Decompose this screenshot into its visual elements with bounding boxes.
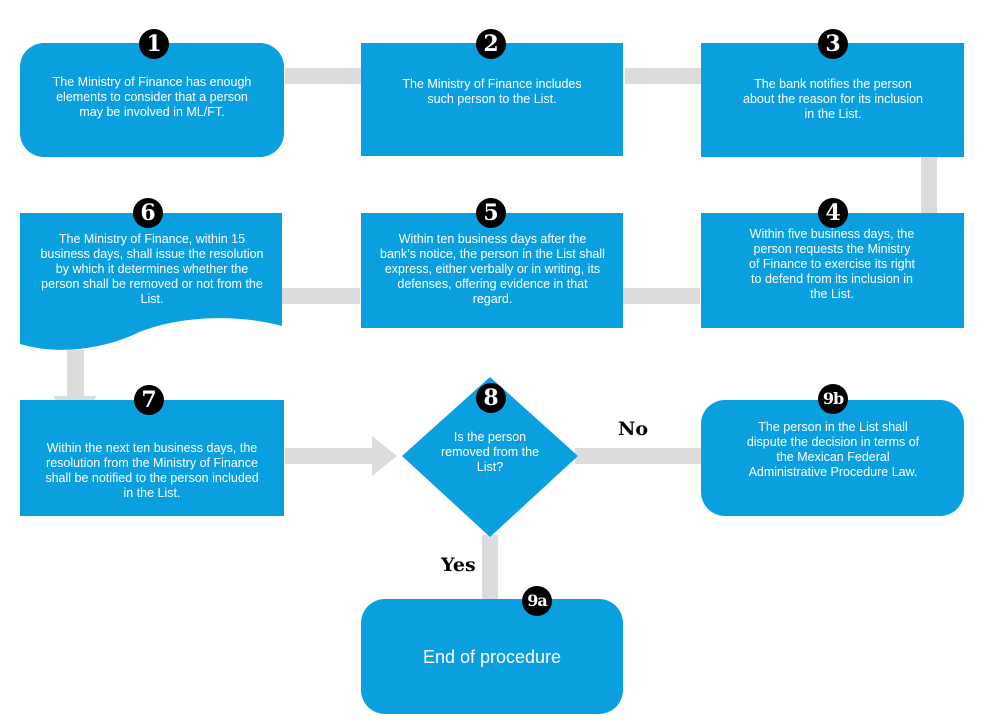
step-5-text: Within ten business days after the bank’… <box>380 232 605 306</box>
step-4-box <box>701 213 964 328</box>
step-8-text: Is the person removed from the List? <box>441 430 539 474</box>
arrow-7-to-8 <box>285 436 397 476</box>
arrow-2-to-3 <box>625 56 733 96</box>
step-3-number-badge: 3 <box>818 29 848 59</box>
step-8-decision <box>402 377 578 537</box>
step-9a-number-badge: 9a <box>522 586 552 616</box>
step-7-text: Within the next ten business days, the r… <box>45 441 259 500</box>
branch-yes-label: Yes <box>441 554 476 576</box>
step-4-number-badge: 4 <box>818 198 848 228</box>
step-5-number-badge: 5 <box>476 198 506 228</box>
arrow-5-to-6 <box>257 276 360 316</box>
arrow-8-to-9b <box>575 436 733 476</box>
arrow-4-to-5 <box>597 276 700 316</box>
step-3-text: The bank notifies the person about the r… <box>743 77 923 121</box>
step-9b-text: The person in the List shall dispute the… <box>746 420 920 479</box>
step-6-number-badge: 6 <box>133 198 163 228</box>
step-7-box <box>20 400 284 516</box>
step-9a-box <box>361 599 623 714</box>
step-2-text: The Ministry of Finance includes such pe… <box>402 77 582 106</box>
step-1-text: The Ministry of Finance has enough eleme… <box>52 75 252 119</box>
step-1-box <box>20 43 284 157</box>
step-1-number-badge: 1 <box>139 29 169 59</box>
step-2-number-badge: 2 <box>476 29 506 59</box>
step-7-number-badge: 7 <box>134 385 164 415</box>
step-9a-text: End of procedure <box>422 647 562 667</box>
step-8-number-badge: 8 <box>476 383 506 413</box>
step-6-box <box>20 213 282 350</box>
step-2-box <box>361 43 623 156</box>
step-3-box <box>701 43 964 157</box>
step-4-text: Within five business days, the person re… <box>748 227 916 301</box>
step-6-text: The Ministry of Finance, within 15 busin… <box>40 232 264 306</box>
branch-no-label: No <box>618 418 649 440</box>
step-9b-box <box>701 400 964 516</box>
arrow-1-to-2 <box>285 56 395 96</box>
step-5-box <box>361 213 623 328</box>
step-9b-number-badge: 9b <box>818 384 848 414</box>
